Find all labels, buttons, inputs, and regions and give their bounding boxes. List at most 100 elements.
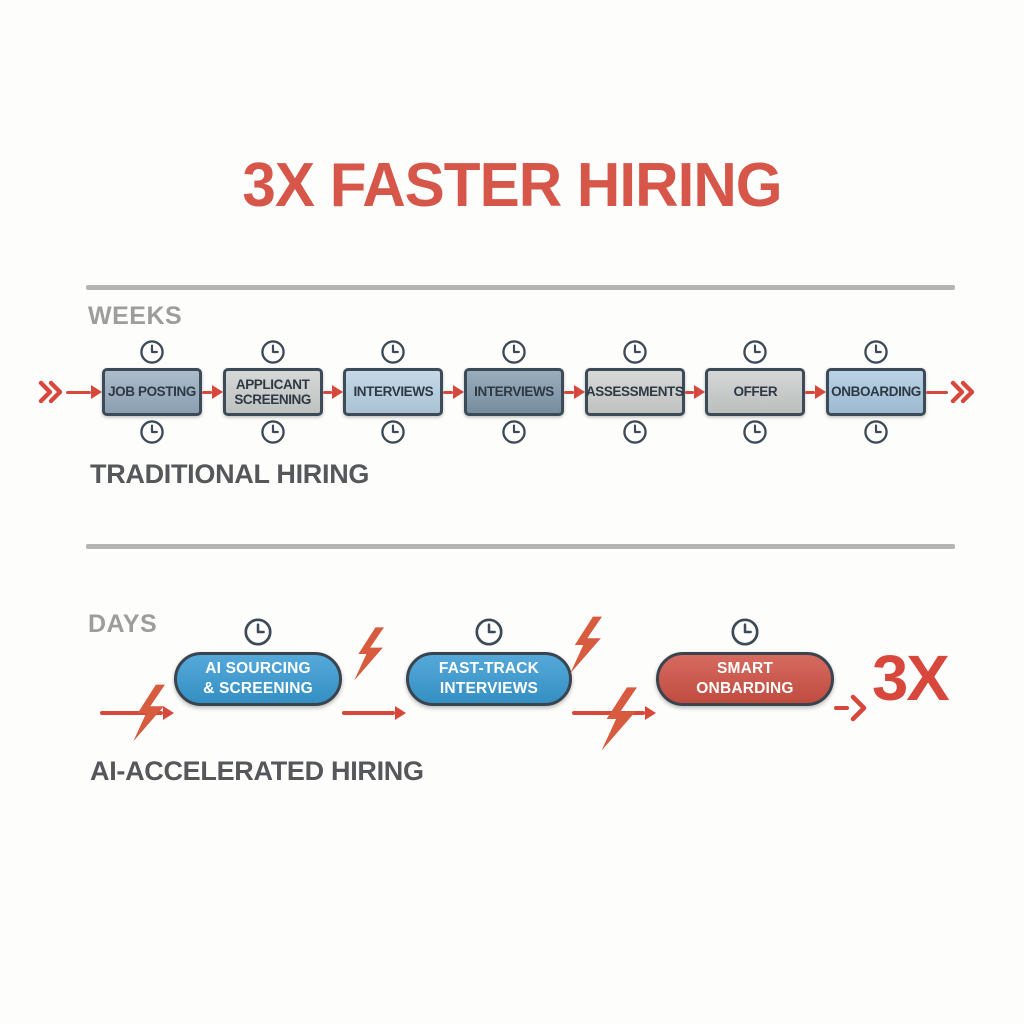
clock-icon [742,419,768,445]
speed-multiplier-label: 3X [872,642,950,714]
stage-label-line: ONBOARDING [831,384,921,400]
arrow-line [202,390,212,394]
stage-interviews-cell: INTERVIEWS [343,336,444,448]
stage-arrow [443,385,465,399]
clock-icon [863,339,889,365]
arrowhead-icon [91,385,102,399]
lightning-bolt-icon [352,626,384,682]
stage-ai-sourcing-screening: AI SOURCING & SCREENING [174,652,342,706]
stage-arrow [564,385,585,399]
clock-icon [243,617,273,647]
arrow-line [342,711,395,715]
clock-icon [501,339,527,365]
arrowhead-icon [815,385,827,399]
stage-fast-track-interviews: FAST-TRACK INTERVIEWS [406,652,572,706]
stage-job-posting-cell: JOB POSTING [102,336,202,448]
arrowhead-icon [395,706,406,720]
arrowhead-icon [694,385,706,399]
stage-offer: OFFER [705,368,806,416]
stage-arrow [342,706,406,720]
arrow-line [926,390,949,394]
arrow-line [684,390,695,394]
stage-label-line: SCREENING [234,392,311,407]
stage-fast-track-interviews-cell: FAST-TRACK INTERVIEWS [406,617,572,706]
clock-icon [622,339,648,365]
clock-icon [863,419,889,445]
arrowhead-icon [163,706,174,720]
stage-label-line: INTERVIEWS [474,384,554,400]
stage-label-line: FAST-TRACK [438,659,540,677]
stage-label-line: INTERVIEWS [353,384,434,400]
stage-smart-onbarding-cell: SMART ONBARDING [656,617,834,706]
arrowhead-icon [453,385,465,399]
stage-onboarding: ONBOARDING [826,368,927,416]
stage-ai-sourcing-screening-cell: AI SOURCING & SCREENING [174,617,342,706]
arrow-line [443,390,454,394]
clock-icon [474,617,504,647]
arrow-line [805,390,816,394]
arrowhead-icon [332,385,344,399]
stage-job-posting: JOB POSTING [102,368,202,416]
stage-label-line: INTERVIEWS [439,680,539,697]
stage-assessments: ASSESSMENTS [584,368,685,416]
arrow-line [834,706,849,710]
arrowhead-icon [645,706,656,720]
stage-interviews-cell: INTERVIEWS [464,336,565,448]
stage-onboarding-cell: ONBOARDING [826,336,927,448]
stage-label-line: ASSESSMENTS [585,384,684,400]
accelerated-section-label: AI-ACCELERATED HIRING [90,756,424,786]
clock-icon [260,419,286,445]
stage-assessments-cell: ASSESSMENTS [584,336,685,448]
days-label: DAYS [88,610,158,638]
clock-icon [260,339,286,365]
stage-smart-onbarding: SMART ONBARDING [656,652,834,706]
arrowhead-icon [573,385,585,399]
arrow-line [572,711,645,715]
clock-icon [380,419,406,445]
arrowhead-icon [211,385,223,399]
timeline-start-arrow [38,380,102,404]
clock-icon [139,339,165,365]
stage-interviews: INTERVIEWS [343,368,444,416]
arrow-line [322,390,333,394]
stage-label-line: JOB POSTING [108,384,196,400]
traditional-section-label: TRADITIONAL HIRING [90,459,370,489]
arrow-line [100,711,163,715]
timeline-end-arrow [834,694,868,722]
stage-arrow [572,706,656,720]
stage-offer-cell: OFFER [705,336,806,448]
timeline-start-arrow [100,706,174,720]
stage-arrow [684,385,706,399]
arrow-line [564,390,574,394]
top-divider [86,285,955,290]
lightning-bolt-icon [131,684,165,742]
clock-icon [380,339,406,365]
chevron-right-icon [850,694,867,722]
fast-forward-icon [950,380,977,404]
stage-arrow [805,385,827,399]
clock-icon [501,419,527,445]
lightning-bolt-icon [568,615,602,675]
accelerated-timeline: AI SOURCING & SCREENING FAST-TRACK INTERVI… [100,617,950,747]
weeks-label: WEEKS [88,302,183,330]
stage-arrow [202,385,223,399]
stage-label-line: APPLICANT [235,376,310,392]
page-title: 3X FASTER HIRING [242,151,782,220]
clock-icon [730,617,760,647]
stage-arrow [322,385,344,399]
clock-icon [139,419,165,445]
stage-label-line: ONBARDING [696,680,794,697]
stage-interviews: INTERVIEWS [464,368,565,416]
stage-label-line: & SCREENING [203,680,313,697]
fast-forward-icon [38,380,65,404]
arrow-line [66,390,91,394]
clock-icon [742,339,768,365]
stage-label-line: AI SOURCING [205,659,311,677]
middle-divider [86,544,955,549]
stage-label-line: SMART [716,659,774,677]
lightning-bolt-icon [599,686,637,752]
